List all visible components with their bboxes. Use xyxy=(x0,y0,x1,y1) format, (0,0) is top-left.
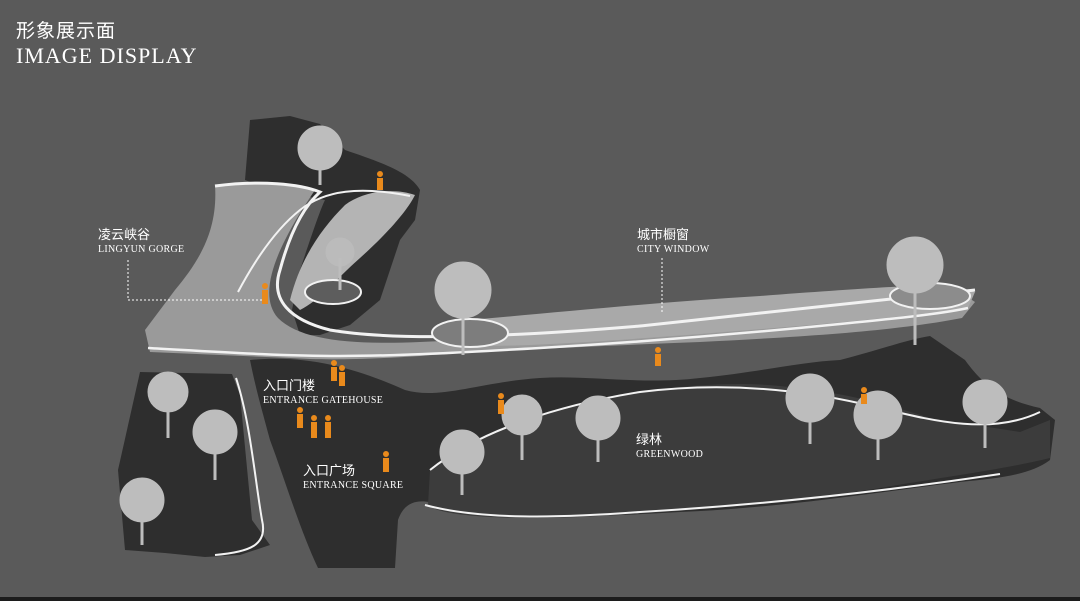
person-icon xyxy=(498,393,504,414)
square-edge xyxy=(214,377,265,556)
round-planter xyxy=(431,318,509,348)
label-cn: 入口门楼 xyxy=(263,379,316,394)
tree-icon xyxy=(147,371,189,438)
bottom-bar xyxy=(0,597,1080,601)
label-en: CITY WINDOW xyxy=(637,244,710,255)
person-icon xyxy=(311,415,317,438)
label-cn: 绿林 xyxy=(636,433,663,448)
tree-icon xyxy=(439,429,485,495)
label-cn: 城市橱窗 xyxy=(637,228,690,243)
tree-icon xyxy=(192,409,238,480)
label-city-window: 城市橱窗 CITY WINDOW xyxy=(637,229,709,255)
tree-icon xyxy=(297,125,343,185)
person-icon xyxy=(655,347,661,366)
tree-icon xyxy=(325,237,355,290)
platform-edge xyxy=(214,181,976,339)
label-cn: 入口广场 xyxy=(303,464,356,479)
page-title-cn: 形象展示面 xyxy=(16,20,117,42)
label-en: LINGYUN GORGE xyxy=(98,244,185,255)
person-icon xyxy=(262,283,268,304)
tree-icon xyxy=(962,379,1008,448)
greenwood-edge xyxy=(424,473,1001,518)
label-en: ENTRANCE SQUARE xyxy=(303,480,404,491)
person-icon xyxy=(331,360,337,381)
label-entrance-gatehouse: 入口门楼 ENTRANCE GATEHOUSE xyxy=(263,380,383,406)
person-icon xyxy=(383,451,389,472)
person-icon xyxy=(377,171,383,190)
people xyxy=(262,171,867,472)
tree-icon xyxy=(785,373,835,444)
trees xyxy=(119,125,1008,545)
tree-icon xyxy=(501,394,543,460)
label-entrance-square: 入口广场 ENTRANCE SQUARE xyxy=(303,465,403,491)
person-icon xyxy=(861,387,867,404)
label-en: GREENWOOD xyxy=(636,449,704,460)
tree-icon xyxy=(575,395,621,462)
gorge-leader xyxy=(127,260,262,301)
tree-icon xyxy=(119,477,165,545)
label-lingyun-gorge: 凌云峡谷 LINGYUN GORGE xyxy=(98,229,184,255)
person-icon xyxy=(339,365,345,386)
label-en: ENTRANCE GATEHOUSE xyxy=(263,395,384,406)
label-cn: 凌云峡谷 xyxy=(98,228,151,243)
leader-lines xyxy=(127,258,663,312)
label-greenwood: 绿林 GREENWOOD xyxy=(636,434,703,460)
curved-rail xyxy=(237,189,411,293)
page-title-en: IMAGE DISPLAY xyxy=(16,43,198,68)
person-icon xyxy=(297,407,303,428)
person-icon xyxy=(325,415,331,438)
tree-planter-oval xyxy=(304,279,362,305)
tree-icon xyxy=(434,261,492,355)
lower-edge xyxy=(147,306,969,358)
tree-icon xyxy=(886,236,944,345)
